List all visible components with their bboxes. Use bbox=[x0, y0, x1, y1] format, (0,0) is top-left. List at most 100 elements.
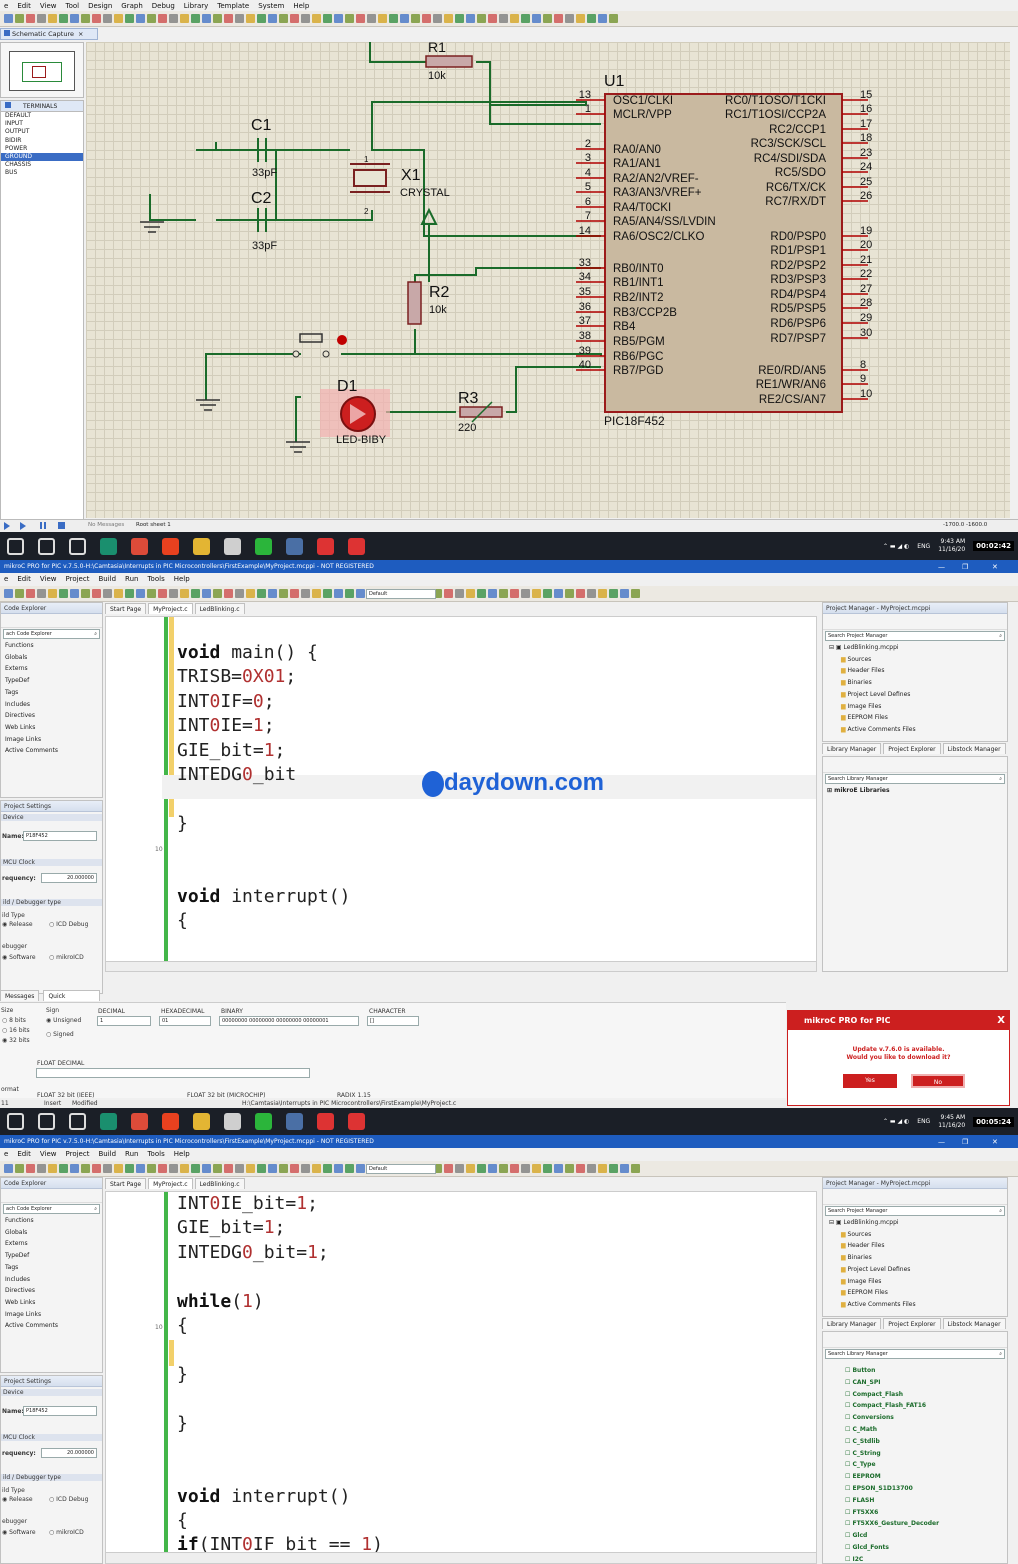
release-radio[interactable]: ◉ bbox=[2, 921, 10, 928]
toolbar-button-icon[interactable] bbox=[103, 1164, 112, 1173]
menu-item-3[interactable]: Tool bbox=[65, 1, 80, 10]
chrome-icon[interactable] bbox=[162, 537, 179, 555]
toolbar-button-icon[interactable] bbox=[312, 1164, 321, 1173]
toolbar-button-icon[interactable] bbox=[26, 14, 35, 23]
toolbar-button-icon[interactable] bbox=[136, 14, 145, 23]
checkbox-icon[interactable]: ☐ bbox=[845, 1520, 853, 1528]
code-explorer-item[interactable]: Web Links bbox=[5, 723, 36, 731]
manager-tab[interactable]: Libstock Manager bbox=[942, 1318, 1006, 1329]
terminal-item[interactable]: OUTPUT bbox=[5, 128, 30, 136]
toolbar-button-icon[interactable] bbox=[620, 1164, 629, 1173]
library-item[interactable]: ☐ Glcd bbox=[845, 1532, 868, 1540]
toolbar-button-icon[interactable] bbox=[290, 1164, 299, 1173]
software-radio[interactable]: ◉ bbox=[2, 954, 10, 961]
terminal-item[interactable]: CHASSIS bbox=[5, 161, 32, 169]
toolbar-button-icon[interactable] bbox=[59, 14, 68, 23]
maximize-icon[interactable]: ❐ bbox=[962, 562, 969, 571]
code-explorer-item[interactable]: Image Links bbox=[5, 735, 42, 743]
toolbar-button-icon[interactable] bbox=[257, 14, 266, 23]
toolbar-button-icon[interactable] bbox=[4, 589, 13, 598]
toolbar-button-icon[interactable] bbox=[290, 14, 299, 23]
menu-item-1[interactable]: Edit bbox=[17, 1150, 31, 1158]
project-folder[interactable]: ▆ EEPROM Files bbox=[841, 714, 888, 722]
library-item[interactable]: ☐ EEPROM bbox=[845, 1473, 881, 1481]
device-name-select[interactable]: P18F452 bbox=[23, 831, 97, 841]
checkbox-icon[interactable]: ☐ bbox=[845, 1508, 853, 1516]
toolbar-button-icon[interactable] bbox=[48, 1164, 57, 1173]
network-app-icon[interactable] bbox=[131, 1113, 148, 1130]
toolbar-button-icon[interactable] bbox=[48, 589, 57, 598]
toolbar-button-icon[interactable] bbox=[532, 589, 541, 598]
windows-icon[interactable] bbox=[7, 537, 24, 555]
toolbar-button-icon[interactable] bbox=[400, 14, 409, 23]
toolbar-button-icon[interactable] bbox=[488, 589, 497, 598]
toolbar-button-icon[interactable] bbox=[543, 14, 552, 23]
menu-item-1[interactable]: Edit bbox=[17, 575, 31, 583]
library-item[interactable]: ☐ Glcd_Fonts bbox=[845, 1543, 889, 1551]
toolbar-button-icon[interactable] bbox=[378, 14, 387, 23]
menu-item-2[interactable]: View bbox=[39, 1, 57, 10]
toolbar-button-icon[interactable] bbox=[37, 1164, 46, 1173]
toolbar-button-icon[interactable] bbox=[334, 589, 343, 598]
toolbar-button-icon[interactable] bbox=[312, 14, 321, 23]
minimize-icon[interactable]: — bbox=[938, 1137, 945, 1146]
stop-icon[interactable] bbox=[58, 522, 65, 529]
toolbar-button-icon[interactable] bbox=[213, 14, 222, 23]
library-item[interactable]: ☐ Conversions bbox=[845, 1414, 894, 1422]
code-explorer-item[interactable]: Web Links bbox=[5, 1298, 36, 1306]
toolbar-button-icon[interactable] bbox=[158, 1164, 167, 1173]
library-item[interactable]: ☐ C_Math bbox=[845, 1425, 878, 1433]
task-view-icon[interactable] bbox=[100, 1113, 117, 1130]
toolbar-button-icon[interactable] bbox=[180, 14, 189, 23]
menu-item-4[interactable]: Build bbox=[98, 1150, 117, 1158]
project-root[interactable]: ⊟ ▣ LedBlinking.mcppi bbox=[829, 644, 899, 651]
toolbar-button-icon[interactable] bbox=[169, 1164, 178, 1173]
toolbar-button-icon[interactable] bbox=[598, 14, 607, 23]
toolbar-button-icon[interactable] bbox=[532, 1164, 541, 1173]
toolbar-button-icon[interactable] bbox=[92, 589, 101, 598]
project-folder[interactable]: ▆ Binaries bbox=[841, 679, 872, 687]
toolbar-button-icon[interactable] bbox=[444, 589, 453, 598]
toolbar-button-icon[interactable] bbox=[158, 14, 167, 23]
checkbox-icon[interactable]: ☐ bbox=[845, 1484, 853, 1492]
toolbar-button-icon[interactable] bbox=[191, 589, 200, 598]
app-icon[interactable] bbox=[286, 1113, 303, 1130]
toolbar-button-icon[interactable] bbox=[510, 14, 519, 23]
cortana-icon[interactable] bbox=[69, 537, 86, 555]
app-icon[interactable] bbox=[348, 537, 365, 555]
toolbar-button-icon[interactable] bbox=[411, 14, 420, 23]
checkbox-icon[interactable]: ☐ bbox=[845, 1496, 853, 1504]
search-icon[interactable]: ⌕ bbox=[94, 631, 97, 637]
library-item[interactable]: ☐ FT5XX6_Gesture_Decoder bbox=[845, 1520, 940, 1528]
minimize-icon[interactable]: — bbox=[938, 562, 945, 571]
checkbox-icon[interactable]: ☐ bbox=[845, 1449, 853, 1457]
code-explorer-item[interactable]: Externs bbox=[5, 1240, 28, 1248]
toolbar-button-icon[interactable] bbox=[169, 14, 178, 23]
library-item[interactable]: ☐ Compact_Flash bbox=[845, 1390, 904, 1398]
task-view-icon[interactable] bbox=[100, 537, 117, 555]
code-editor[interactable]: void main() {TRISB=0X01;INT0IF=0;INT0IE=… bbox=[105, 616, 817, 972]
toolbar-button-icon[interactable] bbox=[499, 589, 508, 598]
toolbar-button-icon[interactable] bbox=[268, 14, 277, 23]
code-explorer-item[interactable]: Includes bbox=[5, 1275, 30, 1283]
media-icon[interactable] bbox=[193, 1113, 210, 1130]
toolbar-button-icon[interactable] bbox=[323, 14, 332, 23]
code-explorer-item[interactable]: Directives bbox=[5, 1287, 35, 1295]
release-radio-2[interactable]: ◉ bbox=[2, 1496, 10, 1503]
menu-item-7[interactable]: Library bbox=[183, 1, 209, 10]
project-folder[interactable]: ▆ Header Files bbox=[841, 1242, 885, 1250]
toolbar-button-icon[interactable] bbox=[301, 1164, 310, 1173]
folder-icon[interactable] bbox=[224, 1113, 241, 1130]
toolbar-button-icon[interactable] bbox=[147, 1164, 156, 1173]
toolbar-button-icon[interactable] bbox=[158, 589, 167, 598]
project-folder[interactable]: ▆ EEPROM Files bbox=[841, 1289, 888, 1297]
toolbar-button-icon[interactable] bbox=[477, 1164, 486, 1173]
checkbox-icon[interactable]: ☐ bbox=[845, 1414, 853, 1422]
toolbar-button-icon[interactable] bbox=[81, 1164, 90, 1173]
close-icon[interactable]: ✕ bbox=[992, 1137, 998, 1146]
editor-tab[interactable]: LedBlinking.c bbox=[194, 1178, 245, 1189]
toolbar-button-icon[interactable] bbox=[521, 14, 530, 23]
toolbar-button-icon[interactable] bbox=[620, 589, 629, 598]
toolbar-button-icon[interactable] bbox=[444, 1164, 453, 1173]
